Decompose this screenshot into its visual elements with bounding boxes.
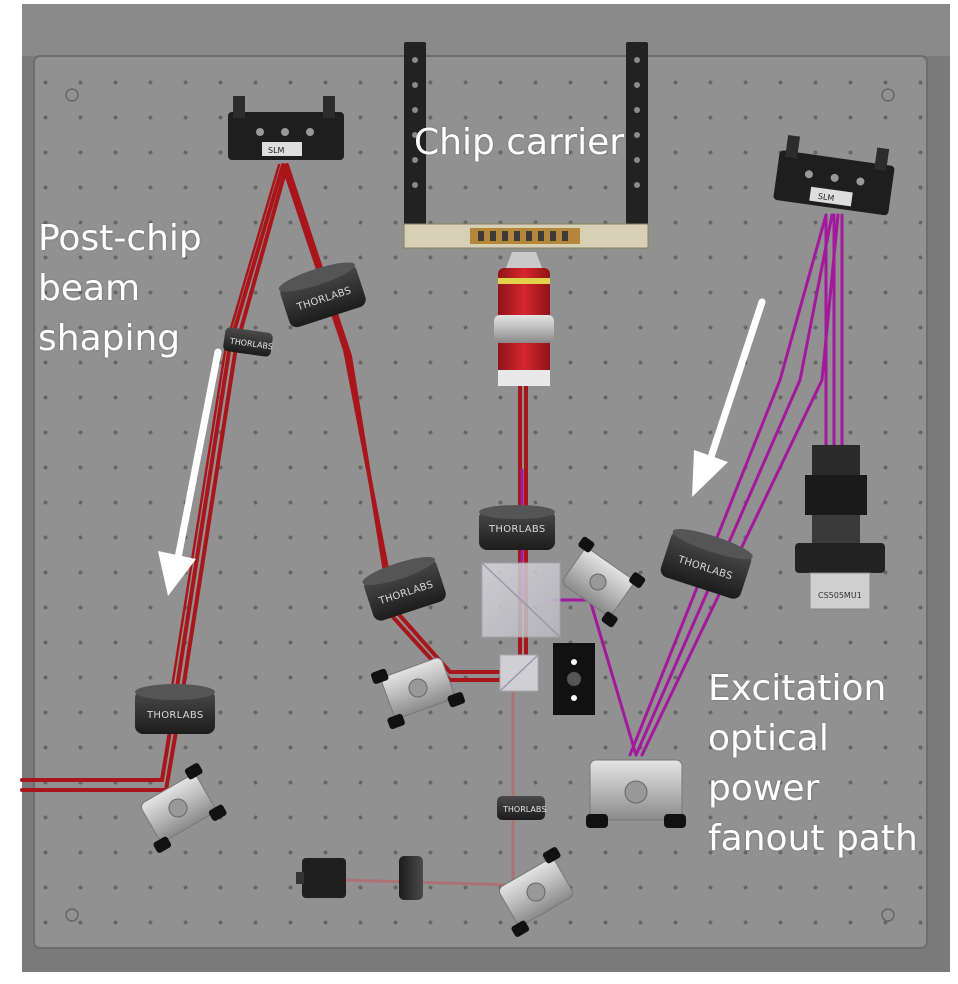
camera-bottom (296, 858, 346, 898)
mirror-mount-bottom (498, 847, 574, 937)
camera-tag: CS505MU1 (818, 591, 862, 600)
small-lens-left: THORLABS (223, 327, 273, 357)
camera-right: CS505MU1 (795, 445, 885, 610)
small-lens-bottom: THORLABS (497, 796, 546, 820)
excitation-label-line2: optical (708, 718, 829, 759)
lens-brand: THORLABS (488, 524, 546, 535)
lens-brand: THORLABS (146, 710, 204, 721)
slm-left-label: SLM (268, 146, 285, 155)
mount-holes (65, 88, 895, 922)
beam-splitter-cube (481, 562, 561, 692)
lens-left-lower: THORLABS (135, 684, 215, 734)
slm-left: SLM (228, 96, 344, 160)
lens-left-upper: THORLABS (278, 262, 366, 328)
chip-carrier (403, 42, 649, 249)
mirror-mount-center-left (370, 657, 466, 730)
post-chip-label-line2: beam (38, 268, 141, 309)
objective-lens (494, 252, 554, 386)
post-chip-label-line3: shaping (38, 318, 181, 359)
excitation-label-line3: power (708, 768, 820, 809)
mirror-mount-left (140, 763, 227, 853)
down-arrow-left (158, 348, 222, 596)
filter-plate (553, 643, 595, 715)
lens-center: THORLABS (479, 505, 555, 550)
slm-right: SLM (773, 134, 895, 216)
lens-left-middle: THORLABS (362, 556, 446, 621)
small-lens-bottom-left (399, 856, 423, 900)
mirror-mount-right (586, 759, 686, 828)
excitation-label-line1: Excitation (708, 668, 887, 709)
down-arrow-right (692, 298, 766, 497)
lens-right: THORLABS (660, 529, 753, 599)
excitation-label-line4: fanout path (708, 818, 918, 859)
post-chip-label-line1: Post-chip (38, 218, 202, 259)
lens-brand: THORLABS (502, 805, 546, 814)
chip-carrier-label: Chip carrier (414, 122, 625, 163)
table-top-strip (22, 4, 950, 56)
slm-right-label: SLM (817, 192, 835, 203)
mirror-mount-center-right (562, 536, 646, 628)
